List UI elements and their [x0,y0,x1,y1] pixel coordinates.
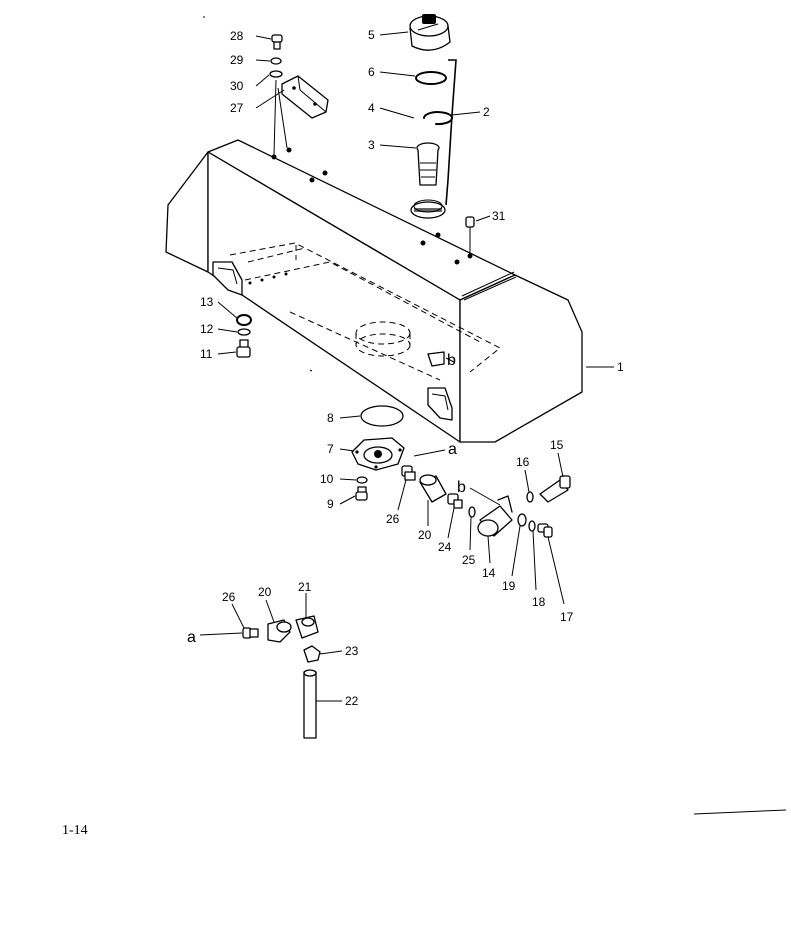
level-gauge-2 [445,59,457,206]
letter-b-tank: b [447,352,456,369]
connection-letters: a a b b [187,352,466,646]
letter-b-housing: b [457,479,466,496]
washer-29 [270,57,282,65]
o-ring-16 [526,491,534,503]
callout-25: 25 [462,553,476,567]
callout-2: 2 [483,105,490,119]
washer-18 [528,520,536,532]
washer-10 [356,476,368,484]
callout-21: 21 [298,580,312,594]
washer-12 [237,328,251,336]
snap-ring-4 [423,111,453,126]
callout-1: 1 [617,360,624,374]
gasket-6 [415,71,447,85]
washer-13 [236,314,252,326]
tube-22 [303,669,317,739]
callout-10: 10 [320,472,334,486]
elbow-20-alt [267,619,292,643]
fuel-tank [165,139,583,443]
callout-22: 22 [345,694,359,708]
page-number: 1-14 [62,823,88,838]
bolt-11 [236,339,251,358]
hose-joint-15 [539,475,571,503]
filler-cap-5 [409,14,451,51]
letter-a-bottom: a [187,629,196,646]
washer-30 [269,70,283,78]
callout-29: 29 [230,53,244,67]
callout-12: 12 [200,322,214,336]
callout-11: 11 [200,347,213,361]
callout-5: 5 [368,28,375,42]
gasket-8 [360,405,404,427]
bolt-28 [271,34,283,50]
connector-26 [401,465,416,481]
callout-4: 4 [368,101,375,115]
cover-7 [351,437,405,471]
callout-28: 28 [230,29,244,43]
bolt-9 [355,486,368,501]
callout-6: 6 [368,65,375,79]
leader-lines [199,16,787,815]
callout-26: 26 [386,512,400,526]
o-ring-25 [468,506,476,518]
o-ring-19 [517,513,527,527]
elbow-20 [419,474,447,503]
callout-23: 23 [345,644,359,658]
callout-17: 17 [560,610,574,624]
callout-18: 18 [532,595,546,609]
strainer-3 [416,142,440,186]
callout-13: 13 [200,295,214,309]
callout-24: 24 [438,540,452,554]
bolt-17 [537,523,553,538]
callout-19: 19 [502,579,516,593]
callout-31: 31 [492,209,506,223]
callout-14: 14 [482,566,496,580]
callout-30: 30 [230,79,244,93]
callout-16: 16 [516,455,530,469]
callout-20: 20 [418,528,432,542]
callout-15: 15 [550,438,564,452]
callout-labels: 28 29 30 27 5 6 4 3 2 31 1 13 12 11 8 7 … [200,28,624,708]
callout-9: 9 [327,497,334,511]
connector-26-alt [242,627,259,639]
callout-27: 27 [230,101,244,115]
callout-3: 3 [368,138,375,152]
tee-21 [295,615,319,639]
nut-23 [303,645,321,663]
callout-7: 7 [327,442,334,456]
housing-14 [477,495,513,537]
callout-20-alt: 20 [258,585,272,599]
plug-31 [465,216,475,255]
letter-a-cover: a [448,441,457,458]
fitting-24 [447,493,463,509]
bracket-27 [281,75,329,119]
callout-26-alt: 26 [222,590,236,604]
callout-8: 8 [327,411,334,425]
